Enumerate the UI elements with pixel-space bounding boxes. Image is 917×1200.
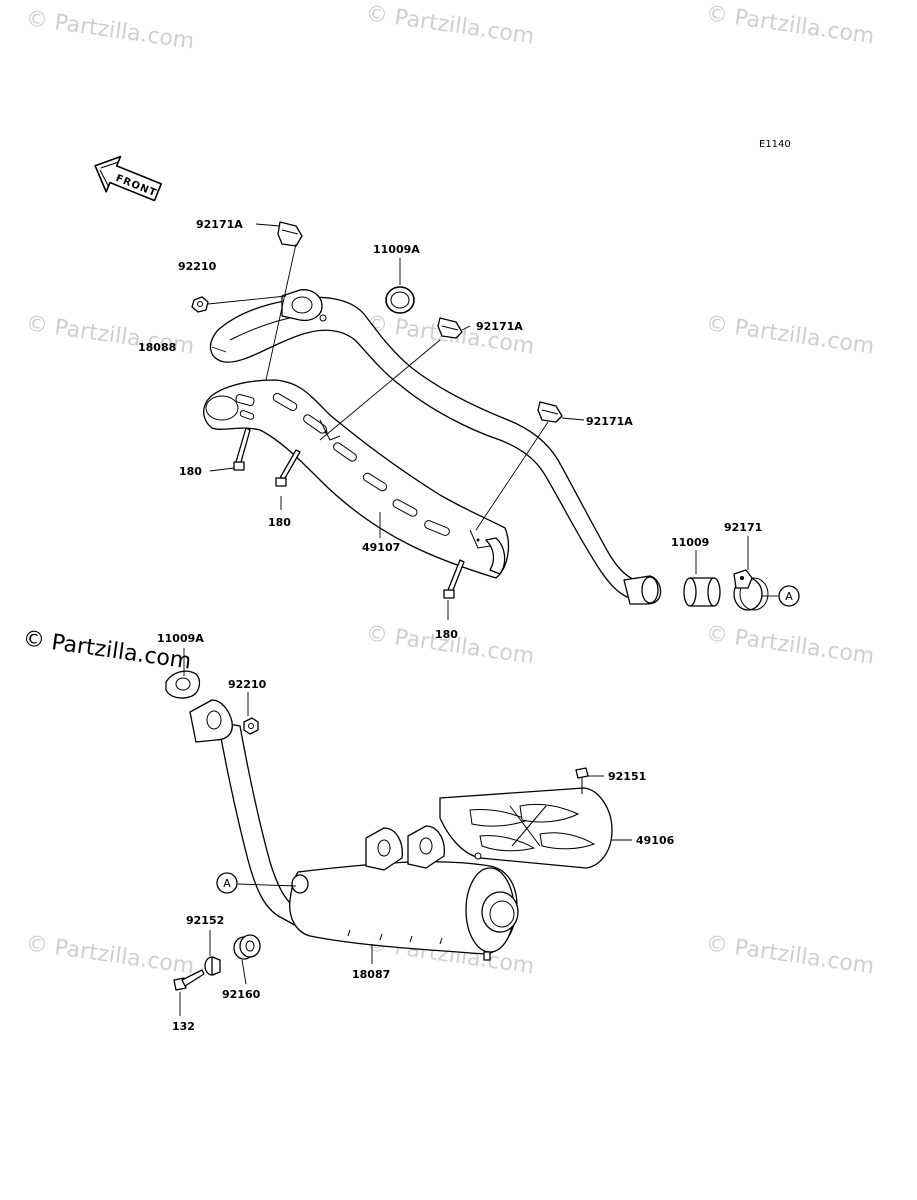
part-number-label[interactable]: 180 — [268, 516, 291, 529]
clamp-92171 — [733, 569, 769, 611]
gasket-11009A-upper — [385, 286, 415, 314]
watermark: © Partzilla.com — [704, 621, 876, 669]
part-number-label[interactable]: 92171 — [724, 521, 762, 534]
part-number-label[interactable]: 92151 — [608, 770, 646, 783]
bolt-180-left — [233, 427, 251, 471]
front-direction-arrow: FRONT — [94, 155, 162, 202]
part-number-label[interactable]: 11009A — [373, 243, 420, 256]
clip-92171A-mid — [437, 317, 463, 339]
bolt-180-bottom — [443, 559, 465, 599]
nut-92210-upper — [191, 296, 209, 313]
ref-label: A — [785, 590, 793, 603]
part-number-label[interactable]: 92210 — [178, 260, 217, 273]
muffler-heat-shield-49106 — [439, 787, 613, 869]
part-number-label[interactable]: 49106 — [636, 834, 675, 847]
watermark: © Partzilla.com — [704, 311, 876, 359]
grommet-92160 — [233, 934, 261, 960]
clip-92171A-top — [277, 221, 303, 247]
part-number-label[interactable]: 92171A — [586, 415, 633, 428]
part-number-label[interactable]: 11009A — [157, 632, 204, 645]
watermark: © Partzilla.com — [24, 931, 196, 979]
part-number-label[interactable]: 180 — [179, 465, 202, 478]
watermark: © Partzilla.com — [704, 1, 876, 49]
watermark: © Partzilla.com — [364, 1, 536, 49]
collar-92152 — [204, 956, 221, 976]
part-number-label[interactable]: 92160 — [222, 988, 261, 1001]
part-number-label[interactable]: 132 — [172, 1020, 195, 1033]
part-number-label[interactable]: 49107 — [362, 541, 400, 554]
ref-circle-A-upper: A — [778, 585, 800, 607]
exhaust-header-pipe-18088 — [209, 289, 662, 605]
part-number-label[interactable]: 180 — [435, 628, 458, 641]
part-number-label[interactable]: 11009 — [671, 536, 709, 549]
pipe-heat-guard-49107 — [203, 379, 510, 579]
gasket-11009A-lower — [165, 670, 201, 699]
watermark: © Partzilla.com — [24, 6, 196, 54]
part-number-label[interactable]: 92152 — [186, 914, 224, 927]
part-number-label[interactable]: 18087 — [352, 968, 390, 981]
muffler-assembly-18087 — [189, 699, 519, 961]
clip-92171A-right — [537, 401, 563, 423]
ref-label: A — [223, 877, 231, 890]
part-number-label[interactable]: 92210 — [228, 678, 267, 691]
part-number-label[interactable]: 92171A — [476, 320, 523, 333]
leader-lines — [179, 223, 778, 1016]
bolt-180-center — [275, 449, 301, 487]
diagram-code: E1140 — [759, 139, 791, 150]
joint-sleeve-11009 — [683, 577, 721, 607]
part-labels: 92171A 92210 11009A 18088 92171A 92171A … — [138, 218, 762, 1033]
part-number-label[interactable]: 18088 — [138, 341, 176, 354]
part-number-label[interactable]: 92171A — [196, 218, 243, 231]
bolt-132 — [173, 969, 205, 991]
ref-circle-A-lower: A — [216, 872, 238, 894]
nut-92210-lower — [243, 717, 259, 735]
watermark: © Partzilla.com — [704, 931, 876, 979]
